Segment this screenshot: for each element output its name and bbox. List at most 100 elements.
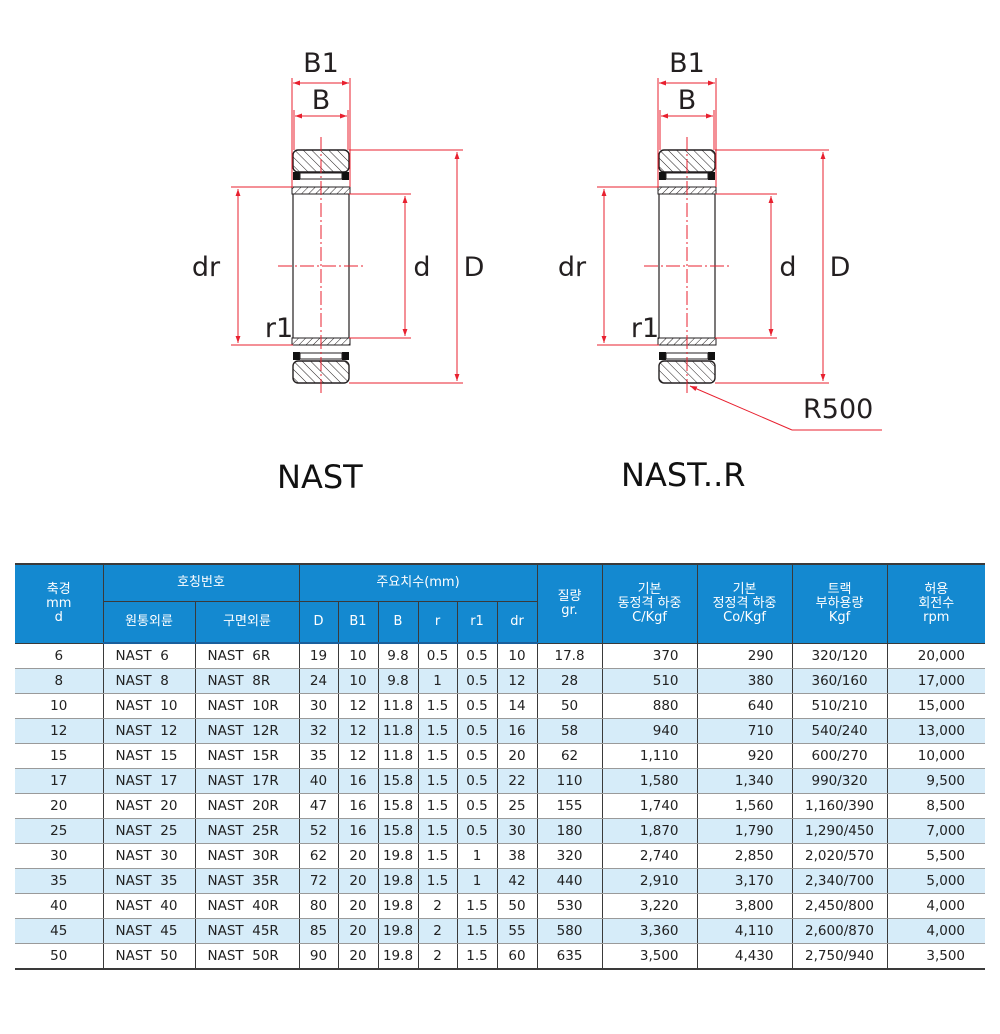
header-dynamic-line3: C/Kgf — [632, 609, 667, 625]
cell-speed: 4,000 — [886, 918, 986, 944]
cell-static-load: 2,850 — [696, 843, 793, 869]
cell-B: 19.8 — [377, 918, 419, 944]
cell-static-load: 1,340 — [696, 768, 793, 794]
cell-r1: 0.5 — [456, 693, 498, 719]
cell-r: 1.5 — [417, 818, 458, 844]
cell-r1: 1 — [456, 868, 498, 894]
cell-cylindrical: NAST 20 — [102, 793, 196, 819]
cell-dr: 25 — [496, 793, 538, 819]
cell-B1: 16 — [337, 793, 379, 819]
cell-B: 11.8 — [377, 743, 419, 769]
cell-speed: 15,000 — [886, 693, 986, 719]
cell-dynamic-load: 2,910 — [601, 868, 698, 894]
cell-mass: 110 — [536, 768, 603, 794]
cell-r: 1.5 — [417, 743, 458, 769]
cell-dynamic-load: 1,110 — [601, 743, 698, 769]
cell-track-load: 1,290/450 — [791, 818, 888, 844]
cell-mass: 440 — [536, 868, 603, 894]
label-dr: dr — [558, 252, 587, 283]
cell-speed: 5,500 — [886, 843, 986, 869]
cell-D: 72 — [298, 868, 339, 894]
cell-mass: 580 — [536, 918, 603, 944]
cell-r1: 1 — [456, 843, 498, 869]
header-dimensions: 주요치수(mm) — [298, 563, 538, 602]
cell-track-load: 600/270 — [791, 743, 888, 769]
label-radius: R500 — [803, 394, 873, 425]
cell-shaft: 20 — [15, 793, 104, 819]
seal-right — [708, 352, 715, 360]
cell-speed: 8,500 — [886, 793, 986, 819]
cell-speed: 3,500 — [886, 943, 986, 970]
cell-dynamic-load: 1,870 — [601, 818, 698, 844]
cell-dynamic-load: 3,220 — [601, 893, 698, 919]
cell-track-load: 2,600/870 — [791, 918, 888, 944]
cell-static-load: 1,790 — [696, 818, 793, 844]
label-D: D — [830, 252, 851, 283]
cell-mass: 62 — [536, 743, 603, 769]
label-r1: r1 — [631, 313, 659, 344]
header-track-line1: 트랙 — [827, 581, 852, 597]
cell-track-load: 2,450/800 — [791, 893, 888, 919]
cell-B1: 16 — [337, 818, 379, 844]
cell-B: 11.8 — [377, 693, 419, 719]
cell-dynamic-load: 2,740 — [601, 843, 698, 869]
cell-spherical: NAST 20R — [194, 793, 300, 819]
cell-shaft: 12 — [15, 718, 104, 744]
cell-cylindrical: NAST 6 — [102, 643, 196, 669]
cell-dr: 50 — [496, 893, 538, 919]
cell-cylindrical: NAST 15 — [102, 743, 196, 769]
cell-B: 15.8 — [377, 818, 419, 844]
cell-static-load: 290 — [696, 643, 793, 669]
cell-static-load: 380 — [696, 668, 793, 694]
cell-B: 9.8 — [377, 643, 419, 669]
cell-shaft: 35 — [15, 868, 104, 894]
cell-D: 24 — [298, 668, 339, 694]
cell-cylindrical: NAST 30 — [102, 843, 196, 869]
cell-r1: 0.5 — [456, 793, 498, 819]
cell-r: 1.5 — [417, 868, 458, 894]
cell-r: 0.5 — [417, 643, 458, 669]
cell-dr: 30 — [496, 818, 538, 844]
cell-cylindrical: NAST 45 — [102, 918, 196, 944]
cell-static-load: 920 — [696, 743, 793, 769]
header-track-load: 트랙 부하용량 Kgf — [791, 563, 888, 644]
header-mass: 질량 gr. — [536, 563, 603, 644]
cell-dr: 14 — [496, 693, 538, 719]
drawing-caption-nast-r: NAST..R — [621, 456, 746, 494]
cell-shaft: 15 — [15, 743, 104, 769]
cell-spherical: NAST 17R — [194, 768, 300, 794]
cell-static-load: 710 — [696, 718, 793, 744]
cell-mass: 530 — [536, 893, 603, 919]
cell-dr: 55 — [496, 918, 538, 944]
cell-dynamic-load: 3,500 — [601, 943, 698, 970]
cell-speed: 7,000 — [886, 818, 986, 844]
cell-cylindrical: NAST 17 — [102, 768, 196, 794]
cell-D: 32 — [298, 718, 339, 744]
cell-cylindrical: NAST 40 — [102, 893, 196, 919]
cell-r: 1.5 — [417, 693, 458, 719]
header-static-line1: 기본 — [732, 581, 757, 597]
label-d: d — [413, 252, 430, 283]
cell-track-load: 1,160/390 — [791, 793, 888, 819]
cell-track-load: 990/320 — [791, 768, 888, 794]
cell-shaft: 45 — [15, 918, 104, 944]
cell-r1: 0.5 — [456, 718, 498, 744]
cell-dr: 16 — [496, 718, 538, 744]
cell-mass: 28 — [536, 668, 603, 694]
cell-dr: 10 — [496, 643, 538, 669]
cell-B1: 10 — [337, 643, 379, 669]
cell-D: 85 — [298, 918, 339, 944]
cell-speed: 10,000 — [886, 743, 986, 769]
cell-B: 19.8 — [377, 868, 419, 894]
header-static-load: 기본 정정격 하중 Co/Kgf — [696, 563, 793, 644]
cell-r: 1.5 — [417, 793, 458, 819]
cell-speed: 4,000 — [886, 893, 986, 919]
label-b: B — [312, 85, 331, 116]
cell-cylindrical: NAST 12 — [102, 718, 196, 744]
